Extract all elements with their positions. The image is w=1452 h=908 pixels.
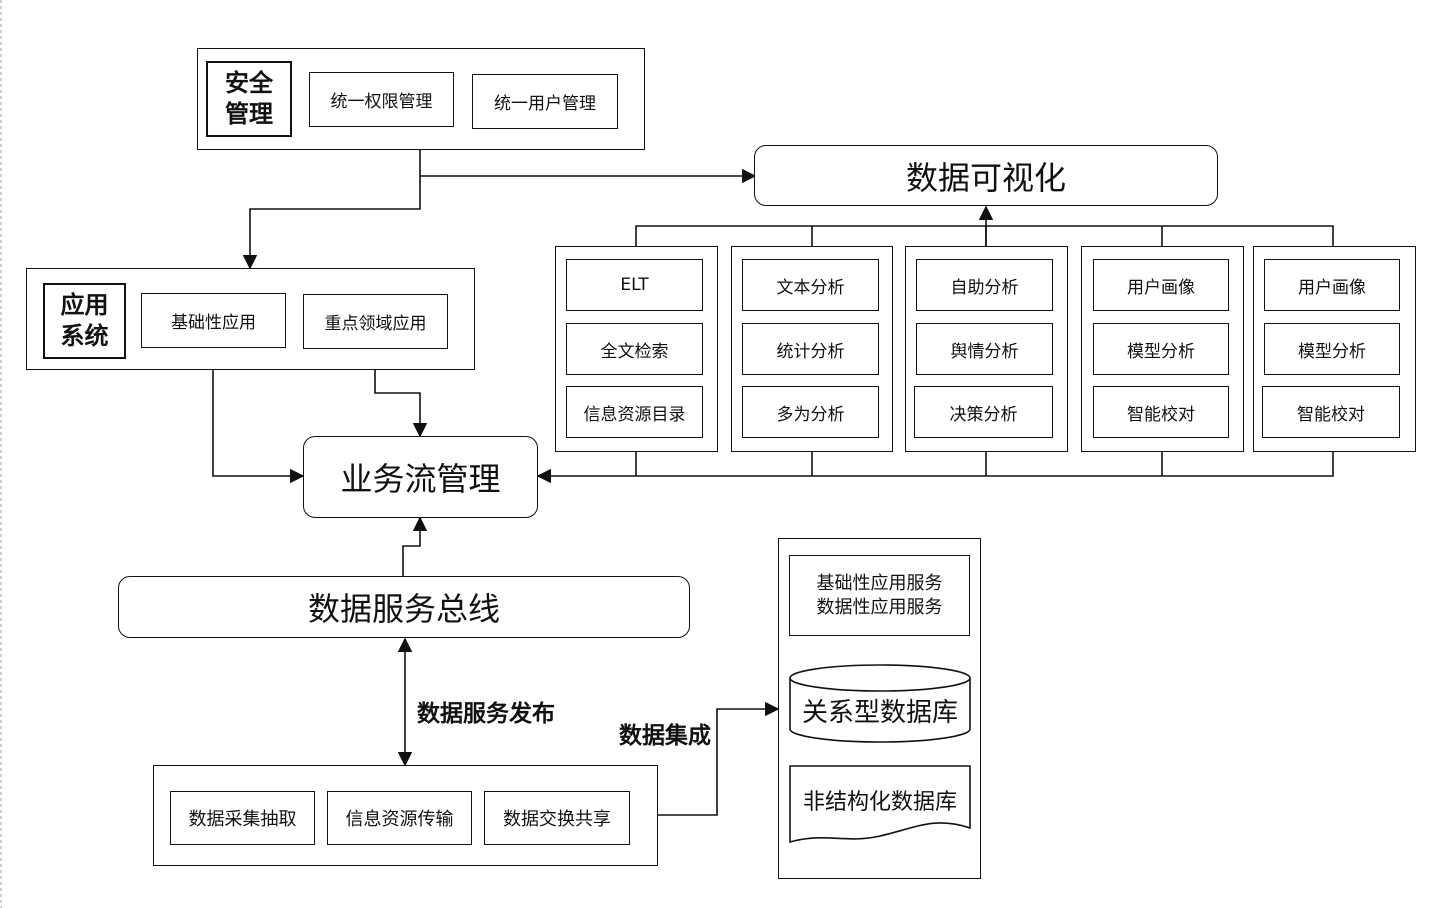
analysis-top-bus [635, 225, 1334, 246]
bus-to-workflow-line [402, 516, 428, 576]
security-management-title: 安全 管理 [206, 61, 292, 137]
key-domain-application: 重点领域应用 [303, 294, 448, 349]
data-visualization: 数据可视化 [754, 145, 1218, 206]
analysis-item-fulltext-search: 全文检索 [566, 323, 703, 375]
basic-app-to-workflow-line [212, 347, 305, 484]
unstructured-db-shape [789, 765, 971, 844]
analysis-item-statistical-analysis: 统计分析 [742, 323, 879, 375]
data-service-bus: 数据服务总线 [118, 576, 690, 638]
data-service-publish-label: 数据服务发布 [417, 701, 555, 727]
page-edge [0, 0, 2, 908]
data-exchange-sharing: 数据交换共享 [484, 791, 630, 845]
analysis-item-text-analysis: 文本分析 [742, 259, 879, 311]
analysis-item-multi-analysis: 多为分析 [742, 386, 879, 438]
relational-database-label: 关系型数据库 [801, 698, 958, 728]
data-integration-label: 数据集成 [619, 723, 711, 749]
analysis-bottom-bus [538, 452, 1334, 476]
analysis-item-decision-analysis: 决策分析 [914, 386, 1053, 438]
analysis-item-sentiment-analysis: 舆情分析 [916, 323, 1053, 375]
analysis-item-user-profile-2: 用户画像 [1264, 259, 1400, 311]
analysis-item-elt: ELT [566, 259, 703, 311]
security-title-line1: 安全 [225, 68, 273, 97]
security-to-app-line [242, 176, 421, 270]
analysis-item-model-analysis: 模型分析 [1093, 323, 1229, 375]
analysis-item-smart-proofreading: 智能校对 [1093, 386, 1229, 438]
unified-user-management: 统一用户管理 [472, 74, 618, 129]
basic-application: 基础性应用 [141, 293, 286, 348]
key-app-to-workflow-line [374, 348, 428, 438]
application-system-title: 应用 系统 [43, 283, 126, 359]
data-collection-extraction: 数据采集抽取 [170, 791, 315, 845]
relational-db-cylinder [789, 664, 971, 743]
services-line1: 基础性应用服务 [816, 573, 943, 595]
analysis-item-smart-proofreading-2: 智能校对 [1262, 386, 1400, 438]
storage-group [778, 538, 981, 879]
analysis-item-user-profile: 用户画像 [1093, 259, 1229, 311]
security-to-visualization-line [419, 148, 757, 184]
workflow-management: 业务流管理 [303, 436, 538, 518]
collection-to-storage-line [657, 701, 780, 816]
analysis-item-self-service-analysis: 自助分析 [916, 259, 1053, 311]
app-title-line1: 应用 [60, 290, 109, 319]
analysis-item-resource-catalog: 信息资源目录 [566, 386, 703, 438]
analysis-item-model-analysis-2: 模型分析 [1264, 323, 1400, 375]
application-services: 基础性应用服务 数据性应用服务 [789, 555, 970, 636]
services-line2: 数据性应用服务 [816, 596, 943, 618]
app-title-line2: 系统 [60, 322, 109, 350]
unified-permission-management: 统一权限管理 [309, 72, 454, 127]
information-resource-transfer: 信息资源传输 [327, 791, 472, 845]
security-title-line2: 管理 [225, 100, 273, 128]
unstructured-database-label: 非结构化数据库 [802, 790, 957, 815]
